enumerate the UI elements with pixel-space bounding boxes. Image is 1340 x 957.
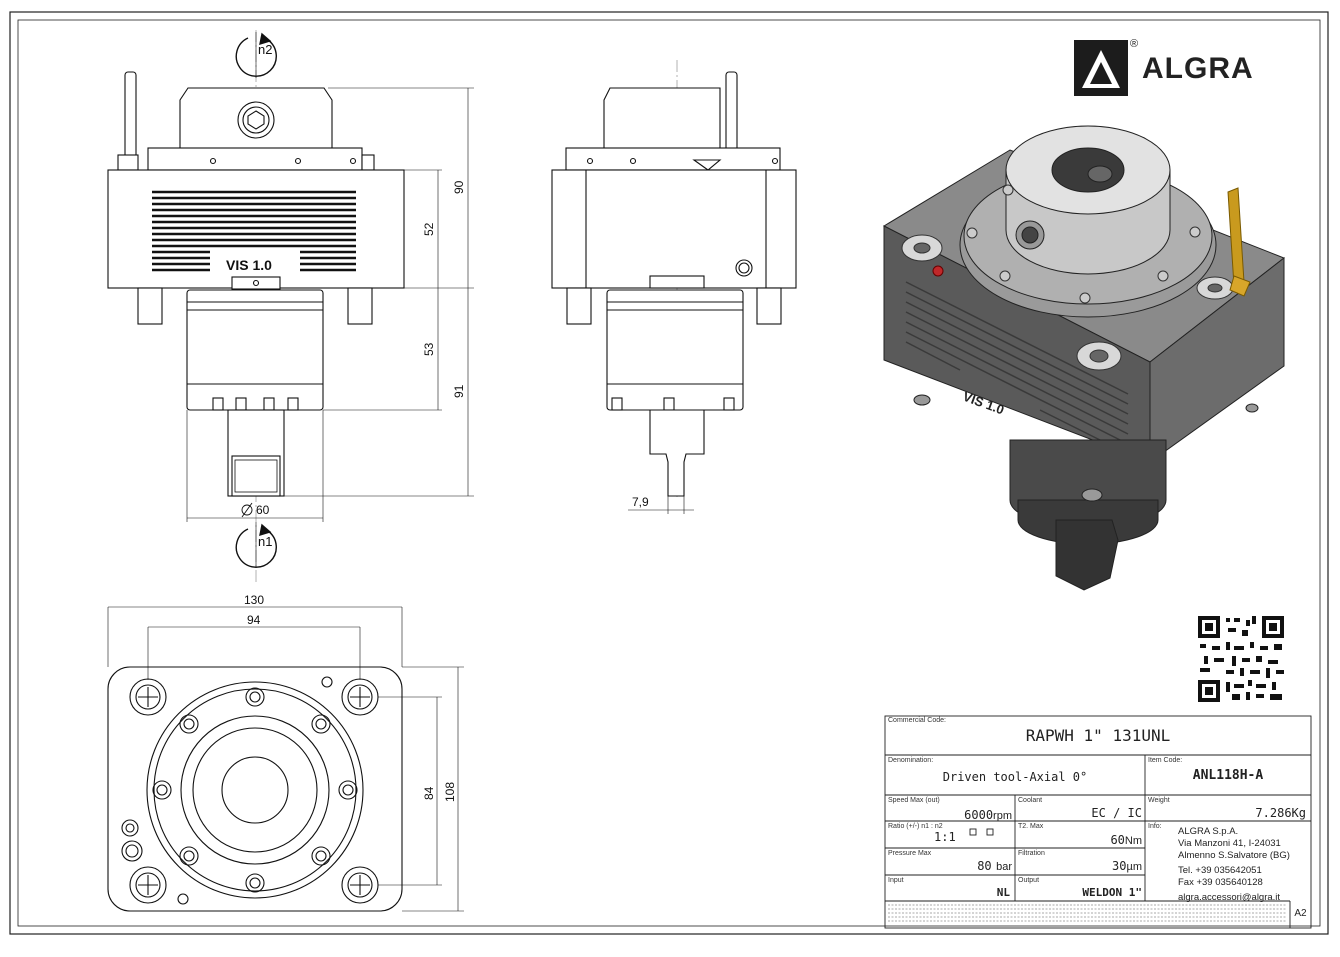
company-info: ALGRA S.p.A. Via Manzoni 41, I-24031 Alm… bbox=[1178, 826, 1310, 904]
coolant-value: EC / IC bbox=[1091, 806, 1142, 820]
speed-label: Speed Max (out) bbox=[888, 797, 940, 804]
pressure-label: Pressure Max bbox=[888, 850, 932, 857]
brand-name: ALGRA bbox=[1142, 52, 1254, 85]
filtration-label: Filtration bbox=[1018, 850, 1045, 857]
ratio-value: 1:1 bbox=[934, 830, 956, 844]
torque-unit: Nm bbox=[1124, 835, 1142, 847]
filtration-unit: µm bbox=[1126, 861, 1142, 873]
drawing-inner-border bbox=[17, 19, 1321, 927]
side-view bbox=[551, 60, 797, 514]
pressure-field: 80 bar bbox=[930, 857, 1012, 875]
output-label: Output bbox=[1018, 877, 1040, 884]
diameter-icon bbox=[241, 502, 253, 518]
phone: Tel. +39 035642051 bbox=[1178, 865, 1262, 876]
rotation-n2-label: n2 bbox=[258, 42, 272, 57]
address-line-2: Almenno S.Salvatore (BG) bbox=[1178, 850, 1290, 861]
ring-bolts bbox=[152, 687, 358, 893]
dim-53: 53 bbox=[422, 342, 436, 356]
commercial-code-label: Commercial Code: bbox=[888, 717, 946, 724]
ratio-label: Ratio (+/-) n1 : n2 bbox=[888, 823, 943, 830]
corner-bolt bbox=[129, 866, 167, 904]
dim-52: 52 bbox=[422, 222, 436, 236]
torque-field: 60Nm bbox=[1030, 831, 1142, 849]
dim-94: 94 bbox=[247, 613, 261, 627]
qr-code-icon bbox=[1195, 613, 1287, 705]
cooling-fins bbox=[152, 190, 356, 272]
speed-value: 6000 bbox=[964, 808, 994, 822]
torque-value: 60 bbox=[1110, 833, 1125, 847]
dim-90: 90 bbox=[452, 180, 466, 194]
bottom-dimension-texts: 130 94 84 108 bbox=[244, 593, 457, 802]
input-label: Input bbox=[888, 877, 904, 884]
pressure-unit: bar bbox=[996, 861, 1012, 873]
input-value: NL bbox=[996, 886, 1010, 899]
corner-bolt bbox=[341, 678, 379, 716]
algra-logo-icon bbox=[1074, 40, 1128, 96]
item-code-label: Item Code: bbox=[1148, 757, 1183, 764]
sheet-size: A2 bbox=[1294, 908, 1307, 919]
company-name: ALGRA S.p.A. bbox=[1178, 826, 1239, 837]
front-dimension-lines bbox=[186, 87, 474, 522]
torque-label: T2. Max bbox=[1018, 823, 1044, 830]
denomination: Driven tool-Axial 0° bbox=[942, 770, 1088, 784]
info-label: Info: bbox=[1148, 823, 1162, 830]
email-link[interactable]: algra.accessori@algra.it bbox=[1178, 892, 1281, 903]
front-dimension-texts: 90 52 53 91 60 bbox=[256, 180, 466, 517]
filtration-field: 30µm bbox=[1030, 857, 1142, 875]
fax: Fax +39 035640128 bbox=[1178, 877, 1263, 888]
dim-84: 84 bbox=[422, 786, 436, 800]
corner-bolt bbox=[341, 866, 379, 904]
dim-7-9: 7,9 bbox=[632, 495, 649, 509]
drawing-border bbox=[9, 11, 1329, 935]
iso-fins bbox=[905, 281, 1129, 455]
front-view: VIS 1.0 bbox=[107, 30, 474, 585]
denomination-label: Denomination: bbox=[888, 757, 934, 764]
bottom-view bbox=[107, 606, 464, 912]
filtration-value: 30 bbox=[1112, 859, 1127, 873]
red-indicator-icon bbox=[932, 265, 944, 277]
address-line-1: Via Manzoni 41, I-24031 bbox=[1178, 838, 1281, 849]
dim-dia-60: 60 bbox=[256, 503, 270, 517]
weight-label: Weight bbox=[1148, 797, 1170, 804]
registered-mark: ® bbox=[1130, 38, 1139, 50]
dim-91: 91 bbox=[452, 384, 466, 398]
commercial-code: RAPWH 1" 131UNL bbox=[1025, 726, 1171, 745]
item-code: ANL118H-A bbox=[1192, 768, 1264, 783]
output-value: WELDON 1" bbox=[1082, 886, 1142, 899]
iso-corner-bolts bbox=[901, 234, 1234, 371]
bottom-dimension-lines bbox=[107, 606, 464, 912]
isometric-view: VIS 1.0 bbox=[882, 125, 1286, 591]
speed-field: 6000rpm bbox=[930, 806, 1012, 824]
rotation-n2-icon bbox=[235, 32, 277, 78]
title-block-fineprint bbox=[888, 904, 1286, 922]
title-block-grid bbox=[884, 715, 1312, 929]
coolant-label: Coolant bbox=[1018, 797, 1043, 804]
pressure-value: 80 bbox=[977, 859, 992, 873]
dim-130: 130 bbox=[244, 593, 264, 607]
corner-bolt bbox=[129, 678, 167, 716]
rotation-n1-icon bbox=[235, 522, 277, 568]
dim-108: 108 bbox=[443, 782, 457, 802]
front-engraving: VIS 1.0 bbox=[226, 257, 272, 273]
iso-flange-bolts bbox=[966, 184, 1201, 304]
rotation-n1-label: n1 bbox=[258, 534, 272, 549]
weight-value: 7.286Kg bbox=[1255, 806, 1306, 820]
speed-unit: rpm bbox=[993, 810, 1012, 822]
